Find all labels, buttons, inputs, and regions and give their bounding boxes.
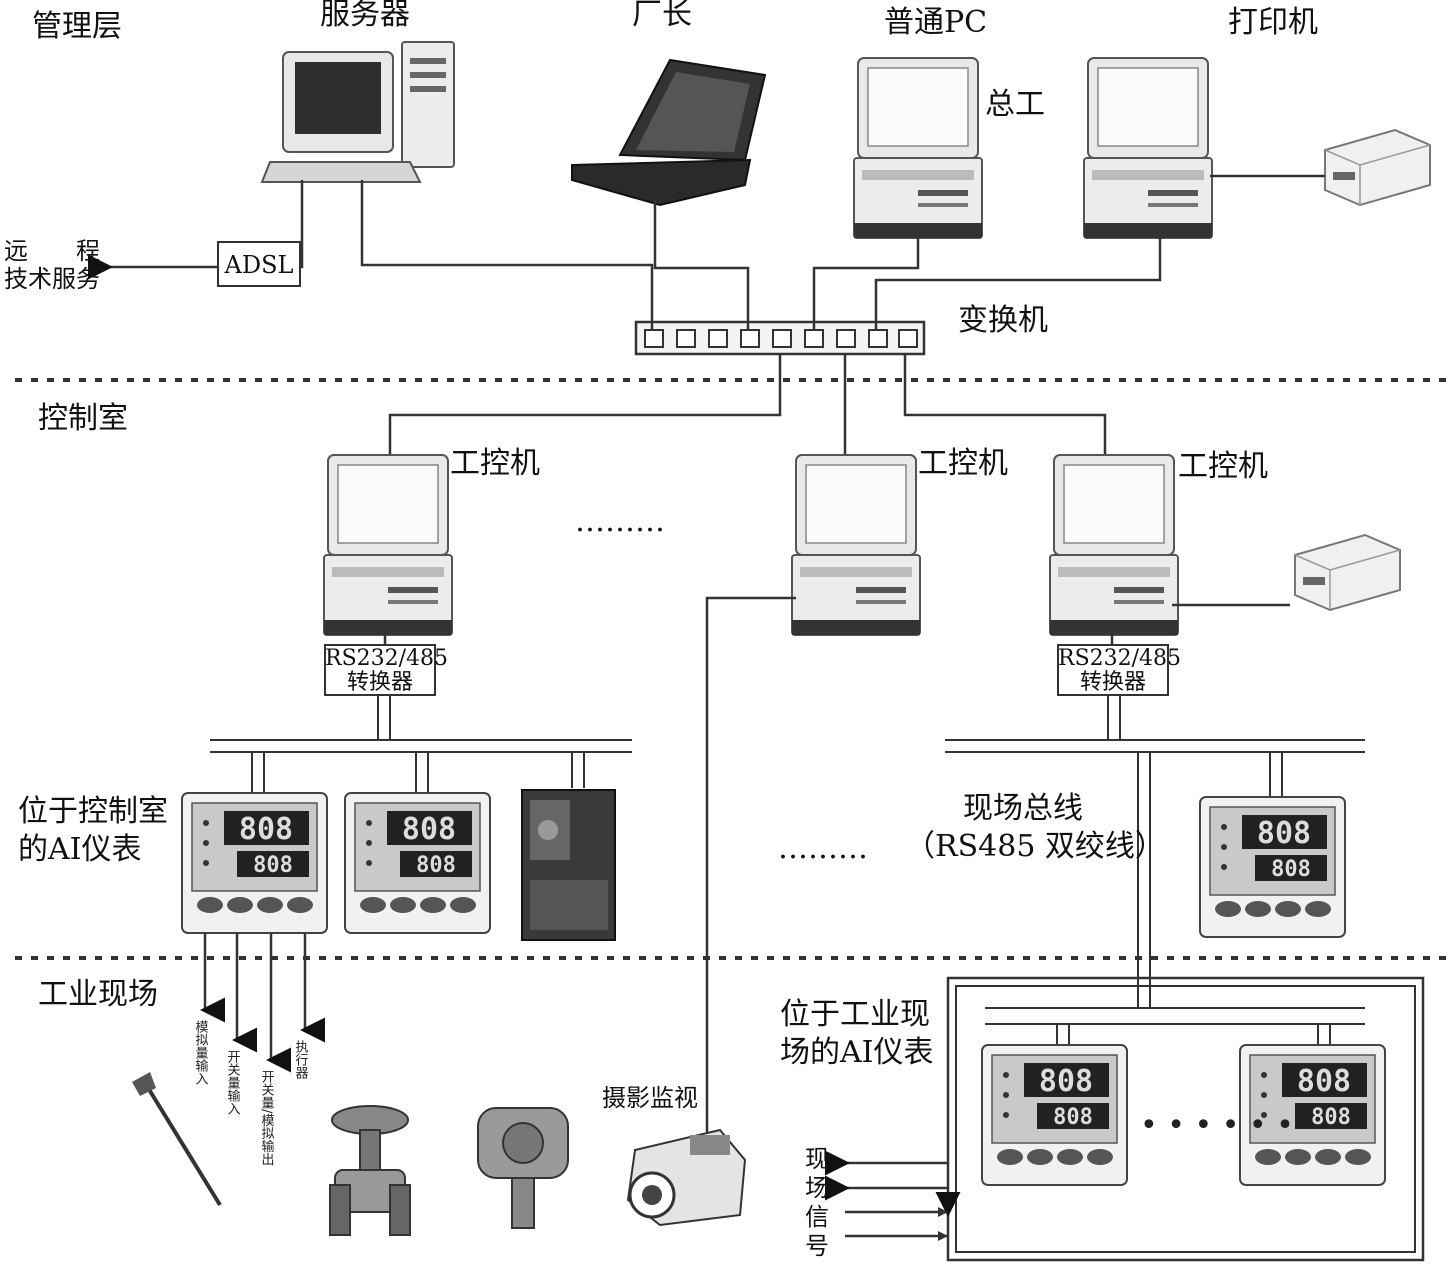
field-signal-char-3: 信: [805, 1203, 829, 1231]
server-label: 服务器: [320, 0, 410, 32]
ai-in-field-label-line1: 位于工业现: [780, 997, 930, 1032]
converter-label-2-line2: 转换器: [1079, 670, 1146, 695]
ai-meter-icon: [344, 792, 491, 934]
fieldbus-label-line1: 现场总线: [963, 791, 1083, 826]
field-signal-char-4: 号: [805, 1232, 829, 1260]
server-icon: [260, 41, 455, 183]
thermocouple-icon: [132, 1072, 222, 1207]
field-signal-char-1: 现: [805, 1145, 829, 1173]
fieldbus-ellipsis: ………: [778, 831, 868, 866]
camera-label: 摄影监视: [602, 1084, 698, 1112]
svg-text:模拟量输入: 模拟量输入: [193, 1020, 209, 1085]
ai-meter-icon: [981, 1044, 1128, 1186]
adsl-box: [217, 241, 301, 287]
ai-in-room-label-line1: 位于控制室: [18, 794, 168, 829]
ai-in-room-label-line2: 的AI仪表: [18, 832, 142, 867]
industrial-pc-icon: [791, 454, 921, 636]
field-cabinet: [946, 976, 1425, 1262]
valve-icon: [329, 1105, 411, 1236]
svg-text:开关量/模拟输出: 开关量/模拟输出: [259, 1070, 275, 1166]
ipc-label-3: 工控机: [1178, 449, 1268, 484]
industrial-pc-icon: [323, 454, 453, 636]
pc-label: 普通PC: [884, 5, 988, 40]
ai-in-field-label-line2: 场的AI仪表: [780, 1035, 934, 1070]
layer-label-control-room: 控制室: [38, 401, 128, 436]
transmitter-icon: [477, 1107, 569, 1229]
laptop-icon: [571, 58, 767, 207]
switch-label: 变换机: [958, 303, 1048, 338]
remote-service-label-line1: 远 程: [4, 237, 100, 265]
layer-label-field: 工业现场: [38, 977, 158, 1012]
converter-label-2-line1: RS232/485: [1058, 646, 1182, 671]
printer-label: 打印机: [1228, 5, 1318, 40]
camera-icon: [626, 1128, 747, 1227]
field-module-icon: [521, 789, 616, 941]
control-ellipsis: ………: [575, 504, 665, 539]
converter-label-1-line1: RS232/485: [325, 646, 449, 671]
ai-meter-icon: [1199, 796, 1346, 938]
field-ellipsis: • • • • • •: [1140, 1108, 1294, 1143]
desktop-pc-icon: [1083, 57, 1213, 239]
industrial-pc-icon: [1049, 454, 1179, 636]
converter-box: [324, 644, 436, 696]
ai-meter-icon: [181, 792, 328, 934]
remote-service-label-line2: 技术服务: [4, 265, 100, 293]
layer-label-management: 管理层: [32, 9, 122, 44]
converter-label-1-line2: 转换器: [346, 670, 413, 695]
director-label: 厂长: [632, 0, 692, 32]
printer-icon: [1324, 129, 1431, 206]
field-signal-char-2: 场: [805, 1174, 829, 1202]
fieldbus-label-line2: （RS485 双绞线）: [905, 829, 1165, 864]
svg-text:执行器: 执行器: [293, 1040, 309, 1080]
printer-icon: [1294, 534, 1401, 611]
svg-text:开关量输入: 开关量输入: [225, 1050, 241, 1115]
chief-engineer-label: 总工: [985, 87, 1045, 122]
ipc-label-1: 工控机: [450, 446, 540, 481]
desktop-pc-icon: [853, 57, 983, 239]
network-switch-icon: [634, 320, 926, 356]
signal-labels: 模拟量输入 开关量输入 开关量/模拟输出 执行器: [193, 1020, 309, 1166]
converter-box: [1057, 644, 1169, 696]
adsl-label: ADSL: [224, 251, 294, 279]
ipc-label-2: 工控机: [918, 446, 1008, 481]
